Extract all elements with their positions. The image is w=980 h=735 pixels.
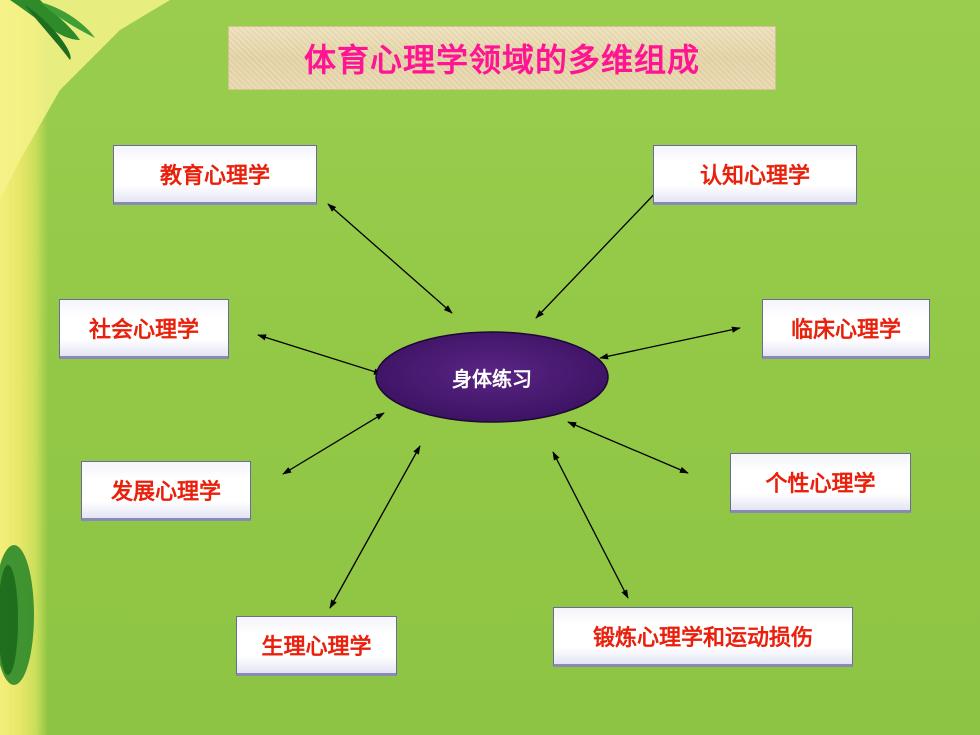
node-development-psychology: 发展心理学 <box>81 461 251 521</box>
decorative-leaf-icon <box>0 0 170 200</box>
node-label: 教育心理学 <box>159 164 270 189</box>
node-label: 生理心理学 <box>261 635 372 660</box>
arrow-personality <box>567 421 689 474</box>
node-label: 临床心理学 <box>790 318 901 343</box>
node-cognitive-psychology: 认知心理学 <box>653 145 857 205</box>
node-personality-psychology: 个性心理学 <box>730 453 911 513</box>
decorative-leaf-bottom-icon <box>0 545 34 685</box>
arrow-physiology <box>329 445 421 609</box>
title-banner: 体育心理学领域的多维组成 <box>228 26 776 90</box>
arrow-development <box>282 412 385 475</box>
node-education-psychology: 教育心理学 <box>113 145 317 205</box>
node-label: 锻炼心理学和运动损伤 <box>592 626 813 651</box>
node-exercise-psychology: 锻炼心理学和运动损伤 <box>553 607 853 667</box>
node-label: 认知心理学 <box>699 164 810 189</box>
arrow-education <box>327 203 453 314</box>
arrow-cognitive <box>535 185 663 319</box>
arrow-clinical <box>599 326 741 360</box>
center-label: 身体练习 <box>452 366 532 391</box>
arrow-social <box>257 334 383 375</box>
center-ellipse <box>375 331 609 423</box>
page-title: 体育心理学领域的多维组成 <box>303 41 700 79</box>
node-social-psychology: 社会心理学 <box>59 299 229 359</box>
node-label: 个性心理学 <box>765 472 876 497</box>
node-clinical-psychology: 临床心理学 <box>762 299 930 359</box>
node-physiological-psychology: 生理心理学 <box>236 616 397 676</box>
node-label: 发展心理学 <box>110 480 221 505</box>
node-label: 社会心理学 <box>88 318 199 343</box>
arrow-exercise <box>552 451 629 599</box>
